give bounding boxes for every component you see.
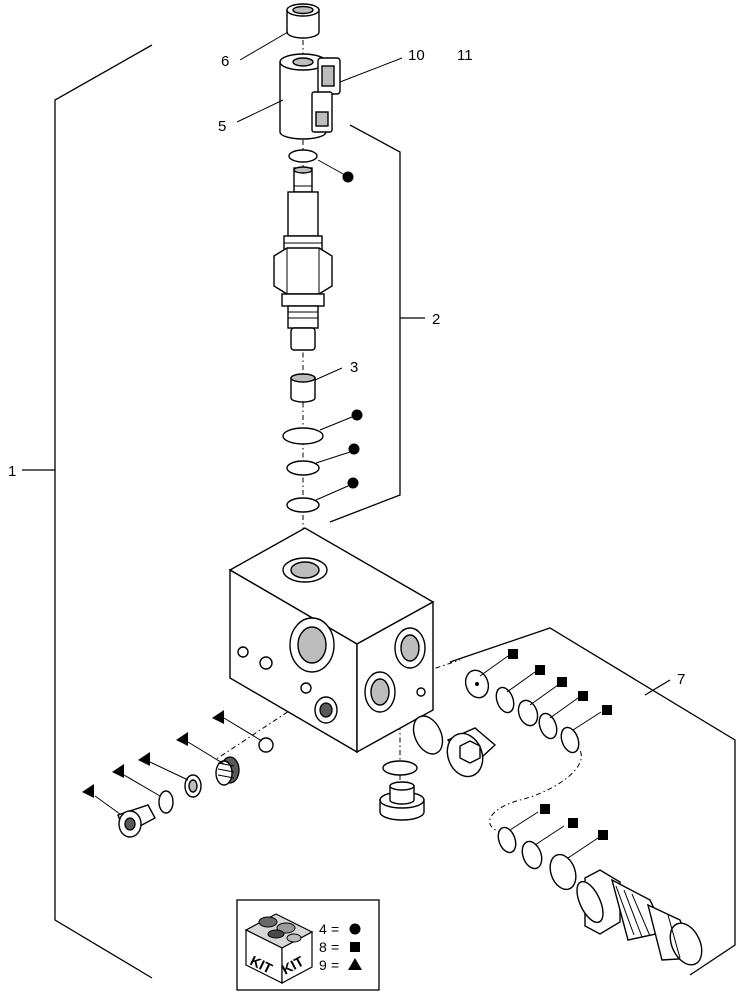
spring [215,756,240,786]
kit-box-icon [244,913,314,984]
kit-legend-number-9: 9 [319,957,327,973]
leader-3 [314,367,343,381]
part-6-cap [286,3,320,39]
leader-kit8-f [509,811,539,831]
leader-kit8-d [549,697,579,719]
kit-symbol-square-h [598,830,608,840]
part-7-lower-rings [497,826,577,891]
kit-symbol-triangle-e [82,784,94,798]
kit-legend-row-4: 4 = [319,921,361,937]
kit-symbol-triangle-c [138,752,150,766]
part-10-connector [311,57,341,133]
leader-6 [239,31,289,61]
hex-plug-right [446,727,497,778]
leader-kit9-c [149,761,189,781]
kit-symbol-square-a [508,649,518,659]
seat-washer [184,774,202,798]
leader-kit8-a [479,655,509,677]
leader-kit8-e [572,711,602,731]
ball [258,737,274,753]
kit-symbol-triangle-b [176,732,188,746]
kit-legend-circle [349,923,361,935]
kit-symbol-square-b [535,665,545,675]
kit-symbol-triangle-d [112,764,124,778]
kit-symbol-circle-b [351,409,363,421]
leader-kit8-c [529,684,559,706]
callout-6: 6 [221,53,229,70]
leader-kit8-h [567,837,599,859]
kit-legend-row-9: 9 = [319,957,362,973]
kit-legend-square [350,942,360,952]
kit-legend-box: KIT KIT 4 = 8 = 9 = [236,899,380,991]
callout-2: 2 [432,311,440,328]
callout-5: 5 [218,118,226,135]
small-oring-left [158,790,174,814]
leader-5 [236,99,284,123]
plug-bottom [379,781,425,821]
leader-kit9-d [123,774,161,797]
leader-kit4-b [319,416,353,431]
kit-legend-triangle [348,958,362,970]
plug-left [117,804,156,838]
bracket-assembly-7 [449,627,736,976]
oring-stack [282,427,324,513]
large-oring-right [412,715,444,755]
kit-symbol-triangle-a [212,710,224,724]
bracket-assembly-1 [22,44,153,979]
oring-bottom [382,760,418,776]
kit-symbol-square-e [602,705,612,715]
kit-symbol-square-c [557,677,567,687]
kit-legend-number-8: 8 [319,939,327,955]
leader-kit9-b [187,741,225,765]
leader-kit4-a [317,159,346,176]
bracket-assembly-2 [329,124,425,523]
callout-3: 3 [350,359,358,376]
kit-symbol-circle-a [342,171,354,183]
callout-7: 7 [677,671,685,688]
part-3-sleeve [290,373,316,403]
leader-kit4-d [315,485,349,501]
part-1-manifold-block [228,527,435,754]
leader-kit8-b [506,671,536,693]
part-7-seal-disc [464,669,490,699]
oring-top [288,149,318,163]
kit-legend-eq-9: = [331,957,339,973]
kit-legend-eq-8: = [331,939,339,955]
kit-legend-number-4: 4 [319,921,327,937]
kit-symbol-circle-c [348,443,360,455]
leader-kit8-g [534,825,565,846]
kit-legend-row-8: 8 = [319,939,360,955]
kit-symbol-square-f [540,804,550,814]
callout-10: 10 [408,47,425,64]
callout-1: 1 [8,463,16,480]
part-7-seal-rings [495,686,580,754]
leader-kit9-a [223,717,263,742]
kit-symbol-square-g [568,818,578,828]
leader-10 [339,57,403,83]
kit-legend-eq-4: = [331,921,339,937]
leader-kit4-c [315,451,351,464]
part-2-valve-cartridge [273,166,333,351]
kit-symbol-circle-d [347,477,359,489]
kit-symbol-square-d [578,691,588,701]
leader-kit9-e [94,795,121,815]
part-7-relief-cartridge [576,869,703,966]
callout-11: 11 [457,47,473,64]
